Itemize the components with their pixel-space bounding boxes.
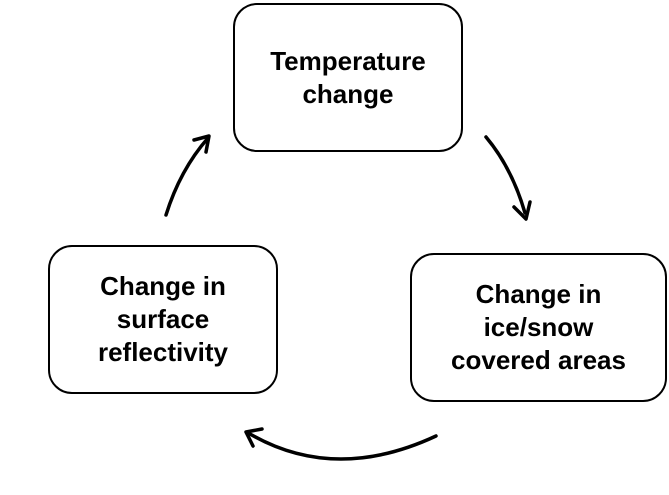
arrow-top-to-right — [484, 135, 532, 221]
node-surface-reflectivity: Change in surface reflectivity — [48, 245, 278, 394]
node-ice-snow-covered-areas: Change in ice/snow covered areas — [410, 253, 667, 402]
arrow-left-to-top — [164, 134, 211, 217]
node-temperature-change: Temperature change — [233, 3, 463, 152]
arrow-right-to-left — [244, 427, 438, 461]
